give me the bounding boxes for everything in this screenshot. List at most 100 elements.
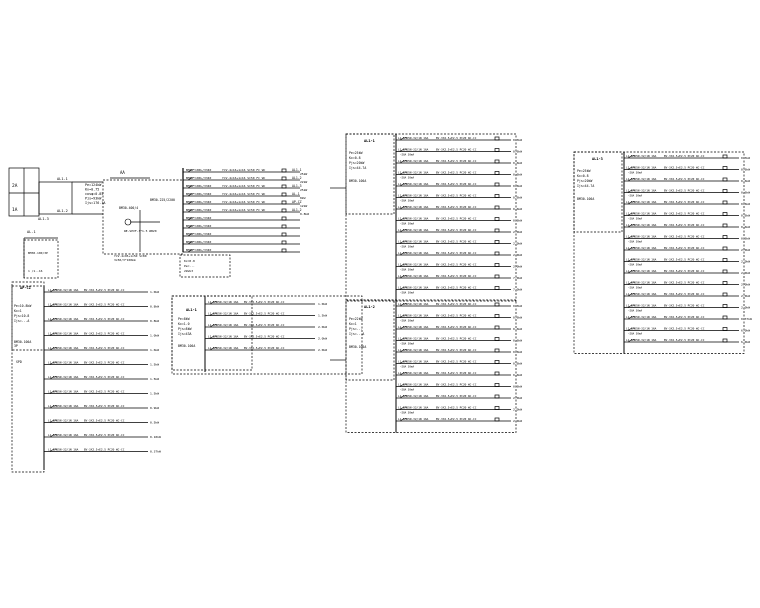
circuit-breaker-label: L1 BM65N-32/1N 16A	[398, 148, 429, 152]
feeder-target: AP-CZ	[292, 200, 302, 204]
circuit-cable-label: BV-3X2.5+E2.5 PC20 WC-CC	[84, 361, 125, 365]
circuit-breaker-label: L1 BM65N-32/1N 16A	[208, 312, 239, 316]
circuit-load: 1.6kW	[150, 348, 159, 352]
circuit-breaker	[49, 289, 57, 293]
circuit-breaker-label: L1 BM65N-32/1N 16A	[48, 346, 79, 350]
circuit-terminal	[494, 302, 500, 307]
circuit-cable-label: BV-3X2.5+E2.5 PC20 WC-CC	[436, 325, 477, 329]
circuit-load: 0.6kW	[513, 150, 522, 154]
circuit-breaker	[627, 281, 635, 285]
room-label-2a: 2A	[12, 183, 18, 189]
circuit-cable-label: BV-3X2.5+E2.5 PC20 WC-CC	[664, 292, 705, 296]
panel-param: Pjs=20kW	[577, 179, 592, 183]
circuit-breaker-label: L1 BM65N-32/1N 16A	[398, 136, 429, 140]
circuit-breaker	[49, 361, 57, 365]
circuit-terminal	[722, 304, 728, 308]
circuit-cable-label: BV-3X2.5+E2.5 PC20 WC-CC	[436, 205, 477, 209]
circuit-cable-label: BV-3X2.5+E2.5 PC20 WC-CC	[436, 286, 477, 290]
panel-title: AL1-1	[186, 308, 197, 312]
circuit-load: 0.6kW	[513, 184, 522, 188]
feeder-breaker	[187, 201, 195, 205]
panel-param: Pjs=8kW	[178, 327, 192, 331]
circuit-spare: —20A 30mA	[628, 240, 642, 244]
circuit-cable-label: BV-3X2.5+E2.5 PC20 WC-CC	[244, 312, 285, 316]
circuit-breaker	[399, 360, 407, 364]
circuit-load: 2.0kW	[513, 408, 522, 412]
circuit-terminal	[494, 240, 500, 244]
feeder-load: 12kW	[300, 204, 307, 208]
circuit-breaker-label: L1 BM65N-32/1N 16A	[48, 361, 79, 365]
circuit-breaker-label: L1 BM65N-32/1N 16A	[398, 171, 429, 175]
circuit-load: 2.0kW	[741, 271, 750, 275]
circuit-load: 2.0kW	[318, 348, 327, 352]
circuit-load: 1.5kW	[318, 314, 327, 318]
circuit-cable-label: BV-3X2.5+E2.5 PC20 WC-CC	[244, 346, 285, 350]
circuit-load: 2.0kW	[741, 248, 750, 252]
panel-param: Pe=25kW	[349, 151, 363, 155]
circuit-breaker-label: L1 BM65N-32/1N 16A	[48, 404, 79, 408]
panel-param: Pjs=...	[349, 327, 363, 331]
circuit-cable-label: BV-3X2.5+E2.5 PC20 WC-CC	[84, 390, 125, 394]
feeder-terminal	[281, 216, 287, 221]
ct-symbol	[124, 218, 132, 226]
circuit-load: 2.0kW	[741, 283, 750, 287]
feeder-cable-label: YJV-4x16+1x16 SC50 FC WC	[222, 184, 266, 188]
circuit-cable-label: BV-3X2.5+E2.5 PC20 WC-CC	[436, 274, 477, 278]
circuit-breaker-label: L1 BM65N-32/1N 16A	[626, 258, 657, 262]
circuit-load: 0.6kW	[741, 237, 750, 241]
circuit-breaker	[399, 240, 407, 244]
param-text: Pjs=93kW	[85, 197, 102, 201]
circuit-breaker	[627, 247, 635, 251]
incomer-breaker: BM30-225/2200	[150, 198, 175, 202]
circuit-cable-label: BV-3X2.5+E2.5 PC20 WC-CC	[436, 148, 477, 152]
feeder-breaker-label: BM30-100L/3340	[186, 168, 211, 172]
circuit-spare: —20A 30mA	[400, 199, 414, 203]
circuit-breaker-label: L1 BM65N-32/1N 16A	[398, 348, 429, 352]
circuit-cable-label: BV-3X2.5+E2.5 PC20 WC-CC	[84, 317, 125, 321]
circuit-cable-label: BV-3X2.5+E2.5 PC20 WC-CC	[664, 235, 705, 239]
circuit-load: 2.0kW	[513, 396, 522, 400]
circuit-spare: —20A 30mA	[400, 411, 414, 415]
circuit-breaker-label: L1 BM65N-32/1N 16A	[626, 246, 657, 250]
circuit-load: 0.6kW	[741, 168, 750, 172]
circuit-breaker-label: L1 BM65N-32/1N 16A	[398, 228, 429, 232]
circuit-breaker	[209, 335, 217, 339]
circuit-terminal	[722, 269, 728, 274]
panel-param: Kx=1	[349, 322, 357, 326]
panel-param: Kx=0.8	[577, 174, 589, 178]
circuit-breaker	[399, 372, 407, 376]
circuit-spare: —20A 30mA	[628, 194, 642, 198]
circuit-breaker	[627, 293, 635, 297]
panel-param: Ijs=44.7A	[577, 184, 594, 188]
circuit-breaker-label: L1 BM65N-32/1N 16A	[398, 394, 429, 398]
circuit-breaker-label: L1 BM65N-32/1N 16A	[208, 300, 239, 304]
circuit-terminal	[494, 406, 500, 410]
panel-param: Ijs=43A	[178, 332, 192, 336]
circuit-breaker-label: L1 BM65N-32/1N 16A	[626, 166, 657, 170]
circuit-terminal	[494, 360, 500, 364]
feeder-terminal	[281, 208, 287, 213]
circuit-cable-label: BV-3X2.5+E2.5 PC20 WC-CC	[664, 304, 705, 308]
panel-param: Pjs=10.8	[14, 314, 29, 318]
feeder-cable-label: YJV-4x16+1x16 SC50 FC WC	[222, 200, 266, 204]
circuit-terminal	[494, 274, 500, 279]
circuit-terminal	[494, 348, 500, 353]
circuit-breaker	[399, 314, 407, 318]
incomer-sub: 3P	[14, 344, 18, 348]
feeder-terminal	[281, 184, 287, 189]
circuit-breaker-label: L1 BM65N-32/1N 16A	[398, 360, 429, 364]
cable-in: YJV-4x95+1x50 SC80	[114, 254, 147, 258]
circuit-load: 1.0kW	[150, 334, 159, 338]
meter-label: WE-SPVF-3*1.5 WB20	[124, 229, 157, 233]
circuit-terminal	[722, 315, 728, 320]
circuit-breaker-label: L1 BM65N-32/1N 16A	[626, 304, 657, 308]
circuit-cable-label: BV-3X2.5+E2.5 PC20 WC-CC	[664, 212, 705, 216]
circuit-terminal	[722, 177, 728, 182]
circuit-breaker-label: L1 BM65N-32/1N 16A	[626, 223, 657, 227]
circuit-breaker	[627, 189, 635, 193]
circuit-load: 2.0kW	[513, 242, 522, 246]
panel-param: Ijs=44.7A	[349, 166, 366, 170]
circuit-cable-label: BV-3X2.5+E2.5 PC20 WC-CC	[244, 335, 285, 339]
panel-param: Ijs=...A	[349, 332, 364, 336]
circuit-breaker	[399, 171, 407, 175]
